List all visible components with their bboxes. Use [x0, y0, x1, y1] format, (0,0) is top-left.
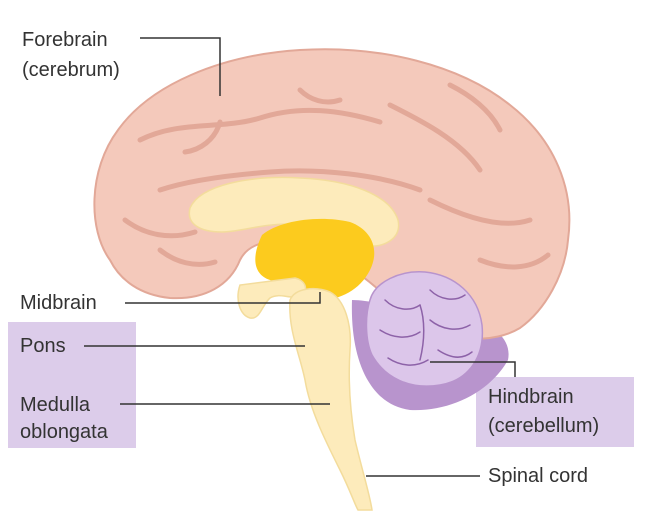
- label-hindbrain-line1: Hindbrain: [488, 386, 574, 408]
- hindbrain-leader: [430, 361, 516, 377]
- hindbrain-highlight: [476, 377, 634, 447]
- label-medulla-line1: Medulla: [20, 394, 91, 416]
- sulci: [122, 82, 551, 270]
- label-spinal-cord: Spinal cord: [488, 465, 589, 487]
- label-hindbrain-line2: (cerebellum): [488, 415, 600, 437]
- label-medulla-line2: oblongata: [20, 421, 108, 443]
- label-pons: Pons: [20, 335, 66, 357]
- midbrain-leader: [125, 292, 321, 304]
- pons-medulla-highlight: [8, 322, 136, 448]
- brainstem: [289, 287, 373, 511]
- label-midbrain: Midbrain: [20, 292, 97, 314]
- midbrain-lobes: [237, 277, 307, 319]
- label-forebrain-line2: (cerebrum): [22, 59, 120, 81]
- forebrain-leader: [140, 37, 221, 96]
- label-forebrain-line1: Forebrain: [22, 29, 108, 51]
- leader-lines: [84, 37, 516, 477]
- cerebellum-folds: [379, 289, 473, 366]
